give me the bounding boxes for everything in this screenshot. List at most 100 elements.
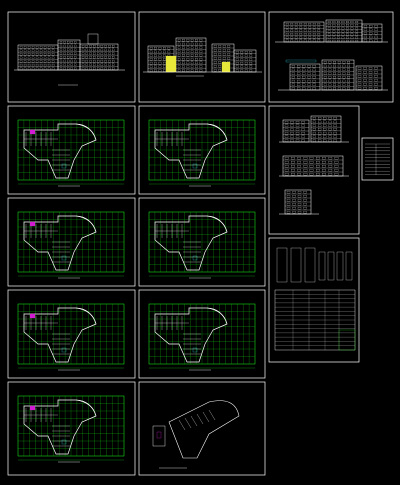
window-mark (81, 56, 85, 59)
sheet-frame-plan-3[interactable] (7, 197, 136, 287)
window-mark (285, 33, 289, 36)
window-mark (332, 27, 336, 30)
window-mark (23, 49, 27, 52)
window-mark (328, 124, 332, 127)
stair-core (61, 347, 67, 353)
window-mark (328, 76, 332, 79)
window-mark (337, 87, 341, 90)
window-mark (328, 72, 332, 75)
window-mark (290, 121, 294, 124)
window-mark (85, 63, 88, 66)
window-mark (27, 63, 31, 67)
sheet-frame-elev-3[interactable] (268, 11, 394, 103)
window-mark (333, 72, 337, 75)
window-mark (327, 24, 331, 27)
window-mark (291, 87, 295, 90)
window-mark (316, 173, 320, 176)
window-mark (342, 64, 346, 68)
window-mark (70, 41, 73, 44)
window-mark (342, 79, 346, 83)
window-mark (158, 61, 162, 65)
sheet-frame-plan-4[interactable] (138, 197, 266, 287)
window-mark (333, 79, 337, 83)
sheet-frame-plan-1[interactable] (7, 105, 136, 195)
curved-wing (75, 399, 97, 417)
sheet-frame-elev-1[interactable] (7, 11, 136, 103)
window-mark (149, 54, 153, 57)
window-mark (342, 61, 346, 64)
window-mark (67, 59, 70, 63)
window-mark (85, 67, 88, 70)
window-mark (108, 59, 111, 63)
window-mark (303, 207, 307, 210)
window-mark (67, 52, 70, 55)
window-mark (59, 63, 63, 66)
window-mark (149, 69, 153, 72)
window-mark (85, 48, 88, 52)
window-mark (327, 21, 331, 24)
sheet-frame-plan-5[interactable] (7, 289, 136, 379)
window-mark (374, 28, 378, 31)
window-mark (63, 67, 66, 70)
window-mark (297, 169, 301, 172)
window-mark (97, 48, 100, 52)
window-mark (74, 52, 77, 55)
plan-grid-7 (17, 395, 125, 457)
window-mark (322, 165, 326, 168)
sheet-frame-plan-8[interactable] (138, 381, 266, 476)
window-mark (154, 47, 157, 50)
window-mark (312, 117, 316, 120)
sheet-frame-schedule[interactable] (268, 237, 360, 363)
window-mark (195, 42, 198, 46)
sheet-frame-legend[interactable] (361, 137, 394, 181)
sheet-frame-elev-2[interactable] (138, 11, 266, 103)
window-mark (31, 53, 35, 56)
window-mark (290, 29, 294, 32)
window-mark (85, 52, 88, 55)
window-mark (312, 128, 316, 131)
window-mark (312, 36, 316, 39)
window-mark (81, 45, 85, 48)
window-mark (35, 67, 39, 70)
door-type-elevation (336, 251, 344, 281)
window-mark (317, 23, 321, 26)
window-mark (297, 87, 301, 90)
window-mark (307, 76, 311, 79)
window-mark (317, 36, 321, 39)
window-mark (31, 56, 35, 59)
window-mark (158, 58, 162, 61)
window-mark (63, 63, 66, 66)
window-mark (374, 71, 378, 74)
window-mark (312, 79, 316, 83)
window-mark (299, 29, 303, 32)
window-mark (308, 39, 312, 42)
sheet-frame-plan-7[interactable] (7, 381, 136, 476)
window-mark (112, 63, 115, 66)
window-mark (341, 27, 345, 30)
window-mark (297, 211, 302, 214)
window-mark (89, 48, 92, 52)
window-mark (328, 64, 332, 68)
door-type-elevation (327, 251, 335, 281)
window-mark (342, 72, 346, 75)
window-mark (369, 35, 373, 39)
window-mark (43, 60, 47, 63)
window-mark (235, 51, 239, 54)
sheet-frame-plan-2[interactable] (138, 105, 266, 195)
window-mark (355, 30, 359, 33)
sheet-frame-sections[interactable] (268, 105, 360, 235)
window-mark (27, 60, 31, 63)
window-mark (297, 207, 302, 210)
window-mark (249, 69, 253, 72)
window-mark (312, 33, 316, 36)
window-mark (195, 65, 198, 68)
window-mark (35, 53, 39, 56)
window-mark (149, 65, 153, 68)
window-mark (374, 83, 378, 86)
window-mark (244, 58, 248, 61)
window-mark (337, 76, 341, 79)
curved-wing (206, 123, 228, 141)
sheet-frame-plan-6[interactable] (138, 289, 266, 379)
window-mark (374, 87, 378, 90)
